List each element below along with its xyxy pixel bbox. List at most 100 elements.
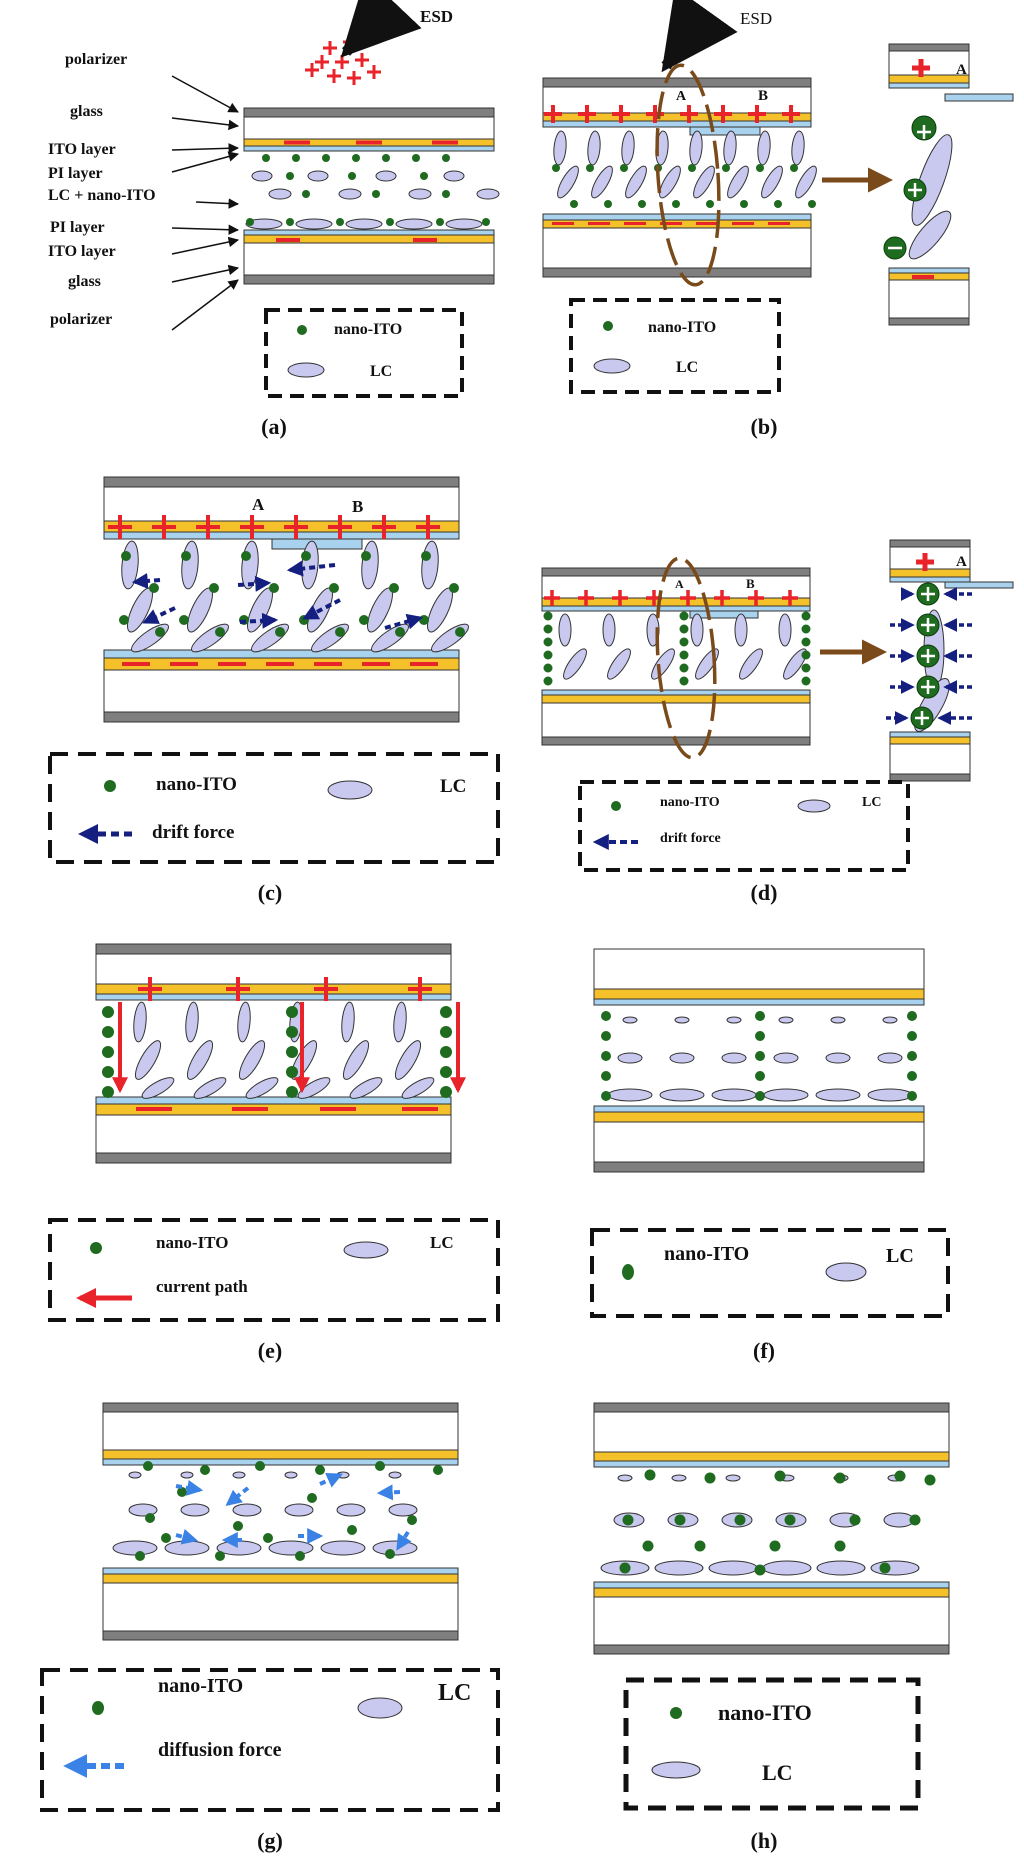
label-ito-bottom: ITO layer [48,243,116,260]
nano-ito-particle [286,1046,298,1058]
neg-charge-row-e [136,1107,438,1111]
pi-bottom [593,1581,950,1589]
positive-charge [240,515,264,539]
nano-ito-particle [436,218,444,226]
legend-box [48,752,500,864]
nano-ito-particle [755,1071,765,1081]
nano-ito-particle [734,1514,746,1526]
nano-ito-particle [907,1091,917,1101]
lc-molecule [284,1503,314,1517]
lc-molecule [180,1503,210,1517]
glass-top [593,1411,950,1453]
lc-molecule [193,1077,227,1099]
nano-ito-particle [543,637,553,647]
nano-ito-particle [442,190,450,198]
nano-ito-particle [755,1031,765,1041]
legend-lc-label: LC [886,1245,914,1267]
nano-ito-particle [570,200,578,208]
legend-box [48,1218,500,1322]
label-ito-top: ITO layer [48,141,116,158]
nano-ito-particle [755,1051,765,1061]
positive-charge [226,977,250,1001]
label-glass-top: glass [70,103,103,120]
lc-molecule [245,1077,279,1099]
legend-lc-label: LC [762,1760,793,1785]
panel-d: A B A [541,539,1014,905]
nano-ito-particle [679,637,689,647]
legend-nano-label: nano-ITO [648,319,716,336]
nano-ito-particle [834,1540,846,1552]
nano-ito-particle [269,583,279,593]
negative-charge [314,662,342,666]
nano-ito-particle [209,583,219,593]
panel-f: nano-ITO LC (f) [590,948,950,1363]
positive-charge [138,977,162,1001]
panel-h: nano-ITO LC (h) [593,1402,950,1853]
negative-charge [732,222,754,225]
nano-ito-icon [104,780,116,792]
glass-bottom [103,669,460,713]
lc-molecule [164,1540,210,1556]
pixel-b-electrode [689,610,759,619]
lc-molecule [795,165,817,199]
positive-charge [284,515,308,539]
lc-molecule [349,1077,383,1099]
panel-c: A B nano-ITO LC drift force (c) [48,476,500,905]
nano-ito-particle [801,663,811,673]
nano-ito-particle [433,1465,443,1475]
legend-nano-label: nano-ITO [156,774,237,795]
negative-charge [362,662,390,666]
nano-ito-particle [619,1562,631,1574]
lc-molecule [134,1040,162,1080]
label-polarizer-bottom: polarizer [50,311,112,328]
legend-arrow-label: diffusion force [158,1739,282,1761]
nano-ito-particle [329,583,339,593]
lc-icon [593,358,631,374]
nano-ito-particle [674,1514,686,1526]
nano-ito-particle [372,190,380,198]
point-a-label: A [676,89,687,104]
nano-ito-particle [299,615,309,625]
lc-molecule [421,540,439,590]
lc-molecule [232,1503,262,1517]
nano-ito-particle [801,624,811,634]
cell-top-stack [243,107,495,152]
negative-charge [696,222,718,225]
nano-ito-particle [679,611,689,621]
positive-charge [646,105,664,123]
caption-d: (d) [751,880,778,905]
nano-ito-particle [421,551,431,561]
positive-charge [305,63,319,77]
glass-top [542,86,812,114]
nano-ito-particle [543,624,553,634]
lc-molecule [345,218,383,230]
nano-ito-particle [412,154,420,162]
lc-icon [825,1262,867,1282]
nano-ito-particle [361,551,371,561]
lc-molecule [408,188,432,200]
nano-ito-particle [286,1086,298,1098]
lc-molecule [133,1001,147,1043]
esd-arrow [661,0,738,73]
nano-ito-particle [849,1514,861,1526]
nano-ito-particle [604,200,612,208]
pi-top [593,1460,950,1468]
negative-charge [624,222,646,225]
lc-layer-f [601,1011,917,1102]
nano-ito-icon [297,325,307,335]
lc-molecule [757,130,771,166]
esd-label: ESD [740,9,772,28]
lc-molecule [181,540,199,590]
positive-charge [680,105,698,123]
point-b-label: B [352,497,363,516]
glass-bottom [243,242,495,276]
lc-molecule [602,613,616,647]
neg-charge-row-c [122,662,438,666]
nano-ito-particle [907,1051,917,1061]
nano-ito-particle [177,1487,187,1497]
nano-ito-particle [543,676,553,686]
highlight-ellipse [655,63,721,287]
negative-charge [402,1107,438,1111]
positive-charge [748,590,764,606]
caption-f: (f) [753,1338,775,1363]
